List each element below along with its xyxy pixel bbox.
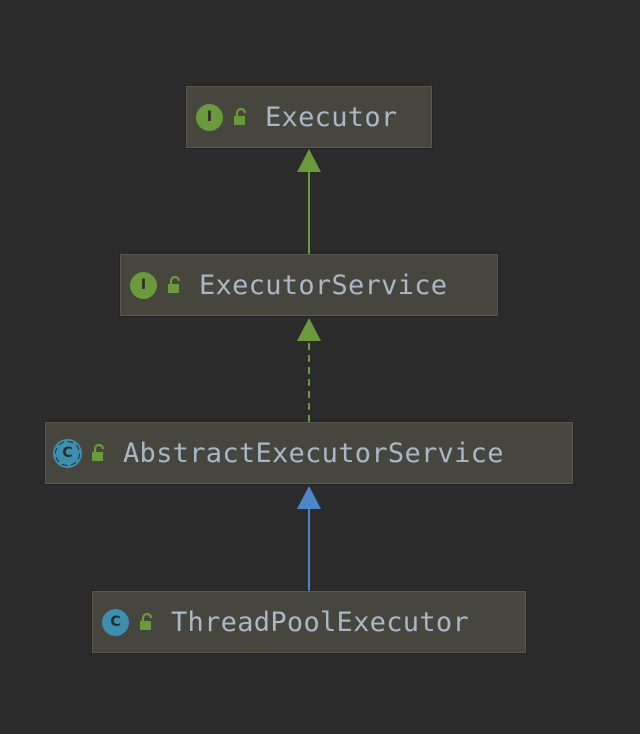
unlocked-public-icon: [140, 612, 153, 630]
node-executor[interactable]: I Executor: [186, 86, 432, 148]
inheritance-arrowhead: [297, 149, 321, 172]
unlocked-public-icon: [92, 443, 105, 461]
node-label: ThreadPoolExecutor: [171, 606, 469, 638]
unlocked-public-icon: [168, 275, 181, 293]
interface-icon: I: [130, 271, 157, 299]
implementation-arrowhead: [297, 318, 321, 341]
node-label: ExecutorService: [199, 269, 448, 301]
edge-abstractexecutorservice-to-executorservice: [297, 318, 321, 422]
edge-threadpoolexecutor-to-abstractexecutorservice: [297, 486, 321, 591]
node-label: AbstractExecutorService: [123, 437, 504, 469]
interface-icon: I: [196, 103, 223, 131]
edge-executorservice-to-executor: [297, 149, 321, 254]
node-executor-service[interactable]: I ExecutorService: [120, 254, 498, 316]
class-icon: C: [102, 608, 129, 636]
node-thread-pool-executor[interactable]: C ThreadPoolExecutor: [92, 591, 526, 653]
node-abstract-executor-service[interactable]: C AbstractExecutorService: [45, 422, 573, 484]
abstract-class-icon: C: [53, 438, 82, 468]
node-label: Executor: [265, 101, 398, 133]
unlocked-public-icon: [234, 107, 247, 125]
inheritance-arrowhead: [297, 486, 321, 509]
